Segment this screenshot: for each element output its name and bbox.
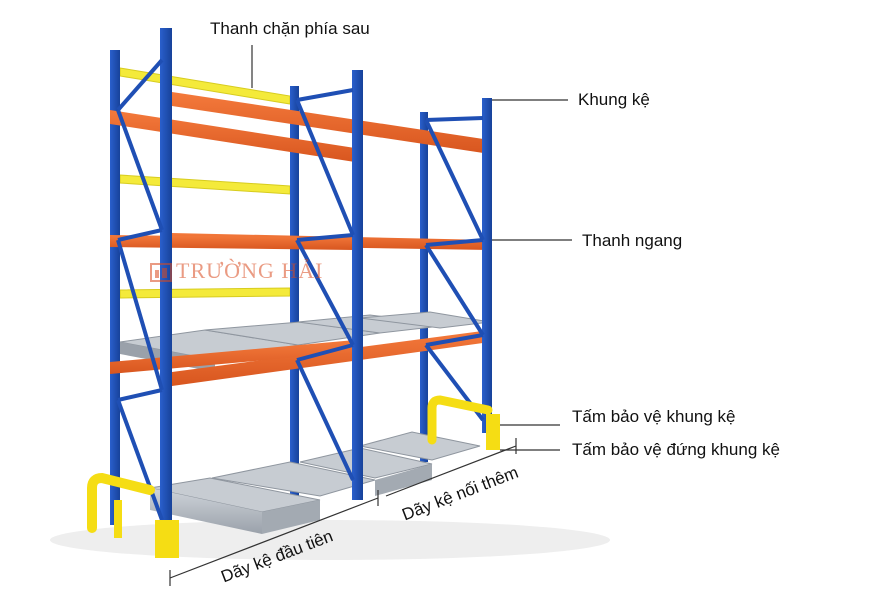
label-upright-guard: Tấm bảo vệ đứng khung kệ — [572, 440, 780, 459]
label-beam: Thanh ngang — [582, 231, 683, 250]
front-frames — [116, 28, 492, 550]
label-frame: Khung kệ — [578, 90, 650, 109]
rear-frame — [110, 50, 428, 525]
label-frame-guard: Tấm bảo vệ khung kệ — [572, 407, 736, 426]
ground-shadow — [50, 520, 610, 560]
label-rear-bar: Thanh chặn phía sau — [210, 19, 370, 38]
callout-lines — [251, 45, 572, 451]
watermark: TRƯỜNG HẢI — [150, 258, 323, 284]
dimension-lines — [169, 438, 517, 586]
watermark-text: TRƯỜNG HẢI — [176, 258, 324, 283]
guards — [87, 395, 500, 558]
house-logo-icon — [150, 263, 172, 282]
floor-pallets — [149, 431, 481, 534]
